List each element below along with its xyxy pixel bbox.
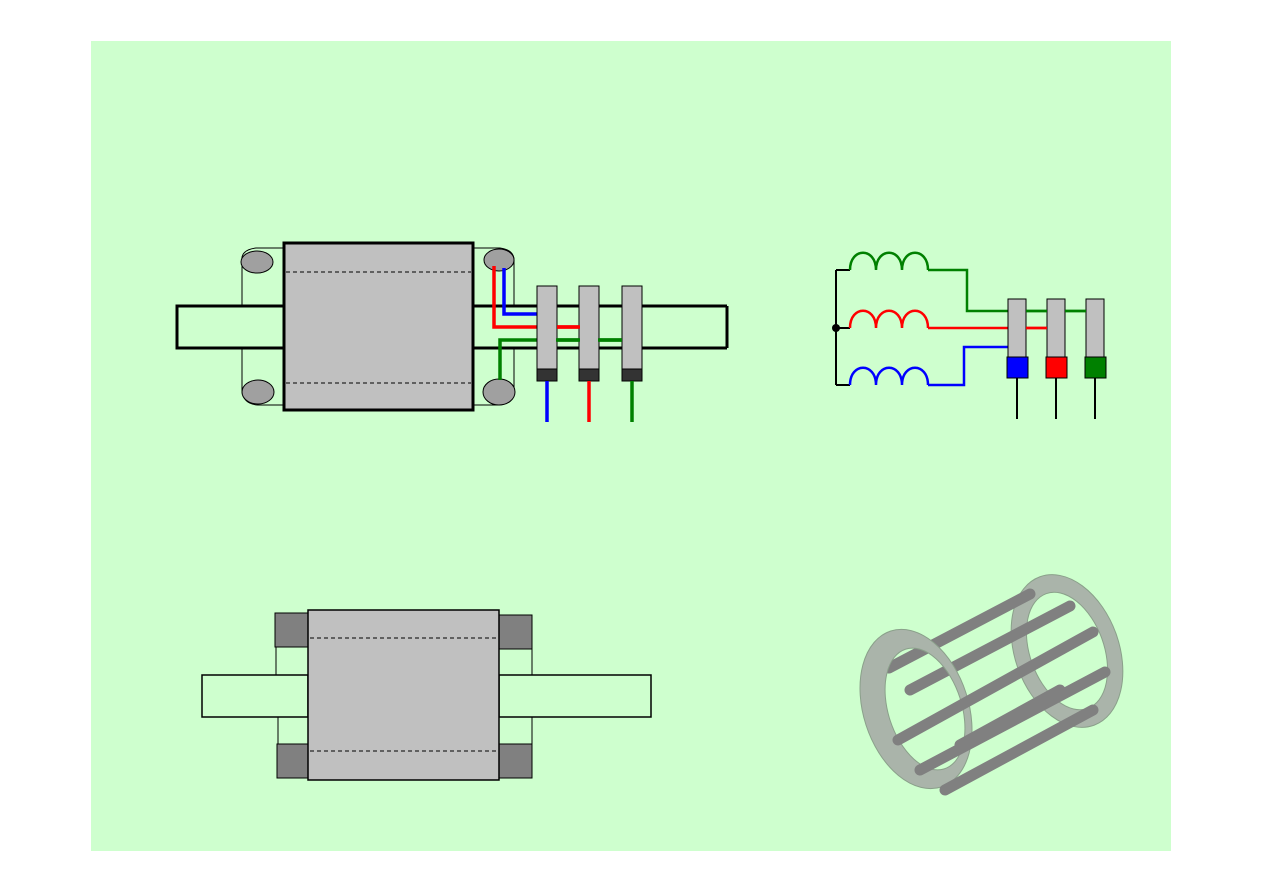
cage-bar: [954, 684, 1066, 751]
coil-red-icon: [848, 309, 930, 329]
lead-blue: [502, 268, 539, 316]
coil-section-top-right: [483, 248, 515, 272]
squirrel-cage-rotor-side-view: [201, 609, 652, 781]
cage-bar: [883, 588, 1036, 674]
lead-green: [498, 338, 622, 380]
cage-rotor-body: [307, 609, 500, 781]
cage-back-bars: [883, 588, 1076, 696]
cage-rotor-shaft-right: [498, 674, 652, 718]
brush-1: [536, 368, 558, 382]
rotor-body: [282, 241, 475, 412]
brush-2: [578, 368, 600, 382]
diagram-canvas: [175, 241, 1124, 796]
slip-ring-2: [578, 285, 600, 370]
slip-ring-1: [536, 285, 558, 370]
star-brush-red: [1045, 356, 1068, 379]
cage-rotor-shaft-left: [201, 674, 309, 718]
slide-background: [91, 41, 1171, 851]
coil-section-top-left: [240, 250, 274, 274]
star-point: [832, 324, 840, 332]
end-ring-block-top-right: [498, 614, 533, 650]
brush-3: [621, 368, 643, 382]
coil-section-bottom-right: [482, 378, 516, 406]
coil-blue-icon: [848, 366, 930, 386]
end-ring-block-bottom-right: [498, 743, 533, 779]
star-connected-rotor-windings: [832, 251, 1107, 419]
shaft-left: [175, 304, 286, 350]
squirrel-cage-icon: [859, 574, 1124, 796]
coil-green-icon: [848, 251, 930, 271]
wound-rotor-slip-rings: [175, 241, 729, 422]
star-brush-green: [1084, 356, 1107, 379]
end-ring-block-top-left: [274, 612, 309, 648]
coil-section-bottom-left: [241, 379, 275, 405]
star-lead-blue: [928, 345, 1017, 387]
star-slip-ring-1: [1007, 298, 1027, 358]
end-ring-block-bottom-left: [276, 743, 309, 779]
star-brush-blue: [1006, 356, 1029, 379]
cage-bar: [904, 600, 1076, 696]
star-slip-ring-3: [1085, 298, 1105, 358]
cage-bar: [939, 704, 1099, 796]
star-slip-ring-2: [1046, 298, 1066, 358]
slip-ring-3: [621, 285, 643, 370]
cage-bar: [892, 626, 1099, 746]
